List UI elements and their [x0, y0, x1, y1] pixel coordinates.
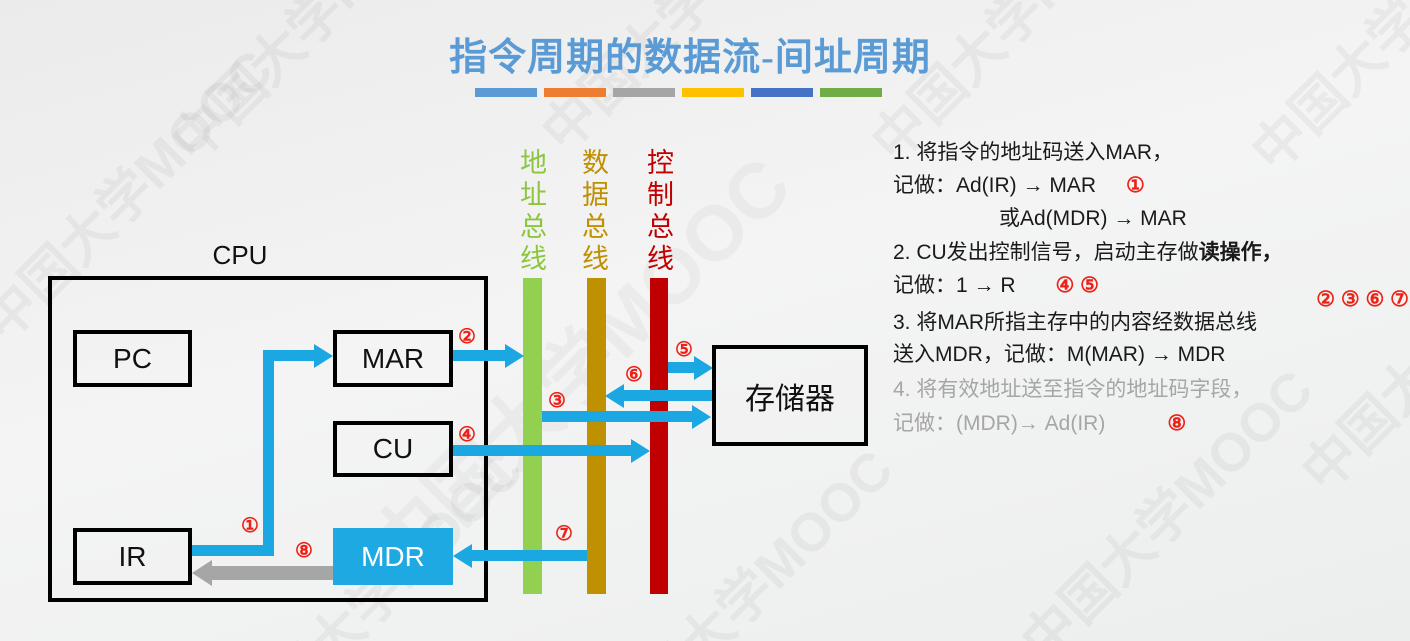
cu-unit-box: CU [333, 421, 453, 477]
note-step4-line1: 4. 将有效地址送至指令的地址码字段， [893, 378, 1253, 401]
arrow-mar-to-address-bus [453, 350, 506, 361]
mdr-register-box: MDR [333, 528, 453, 585]
accent-bar [751, 88, 813, 97]
arrow-cu-to-control-bus [453, 445, 632, 456]
step-marker-6: ⑥ [625, 364, 643, 386]
arrow-ir-to-mar-horizontal [192, 545, 274, 556]
note-step2-formula: 记做：1 → R [893, 274, 1016, 297]
arrowhead-into-memory-address [692, 405, 711, 429]
arrow-memory-to-data-bus [624, 390, 713, 401]
pc-register-box: PC [73, 330, 192, 387]
accent-bar [682, 88, 744, 97]
arrow-control-bus-to-memory [668, 362, 695, 373]
note-step2-line2: 记做：1 → R ④ ⑤ [893, 269, 1409, 299]
arrowhead-into-address-bus [505, 344, 524, 368]
page-title: 指令周期的数据流-间址周期 [449, 37, 931, 79]
step-marker-8: ⑧ [295, 540, 313, 562]
note-step2-line1: 2. CU发出控制信号，启动主存做读操作， [893, 236, 1409, 266]
mar-register-box: MAR [333, 330, 453, 387]
note-step2-markers: ④ ⑤ [1055, 274, 1100, 297]
note-step1-marker: ① [1126, 174, 1145, 197]
arrowhead-into-control-bus [631, 439, 650, 463]
ir-register-box: IR [73, 528, 192, 585]
watermark: 中国大学MOOC [590, 439, 905, 641]
step-marker-7: ⑦ [555, 523, 573, 545]
arrowhead-into-ir-gray [192, 560, 212, 586]
note-step1-line1: 1. 将指令的地址码送入MAR， [893, 141, 1174, 164]
cpu-boundary-box [48, 276, 488, 602]
arrow-address-bus-to-memory [542, 411, 693, 422]
address-bus [523, 278, 542, 594]
arrow-ir-to-mar-top [263, 350, 315, 361]
note-step3-line1: 3. 将MAR所指主存中的内容经数据总线 [893, 311, 1258, 334]
step-marker-4: ④ [458, 424, 476, 446]
step-marker-2: ② [458, 326, 476, 348]
watermark: 中国大学MOOC [530, 0, 845, 164]
note-step1-line2: 记做：Ad(IR) → MAR ① [893, 169, 1409, 199]
control-bus-label: 控制总线 [643, 148, 673, 276]
note-step1-line3: 或Ad(MDR) → MAR [999, 207, 1187, 230]
accent-bar [613, 88, 675, 97]
data-bus [587, 278, 606, 594]
accent-bar [475, 88, 537, 97]
note-step4-formula: 记做：(MDR)→ Ad(IR) [893, 412, 1106, 435]
arrowhead-into-memory-control [694, 356, 713, 380]
note-bus-markers: ② ③ ⑥ ⑦ [1316, 288, 1409, 311]
note-bus-markers-row: ② ③ ⑥ ⑦ [893, 287, 1409, 312]
accent-bar [820, 88, 882, 97]
note-step1-formula: 记做：Ad(IR) → MAR [893, 174, 1097, 197]
data-bus-label: 数据总线 [578, 148, 608, 276]
arrowhead-into-mdr [453, 544, 472, 568]
note-step2-bold: 读操作， [1198, 241, 1283, 264]
note-step4-marker: ⑧ [1167, 412, 1187, 435]
note-step2-text: 2. CU发出控制信号，启动主存做 [893, 241, 1199, 264]
arrow-ir-to-mar-vertical [263, 350, 274, 556]
control-bus [650, 278, 668, 594]
arrow-data-bus-to-mdr [472, 550, 587, 561]
memory-box: 存储器 [712, 345, 868, 446]
accent-bar [544, 88, 606, 97]
address-bus-label: 地址总线 [516, 148, 546, 276]
note-step3-line2: 送入MDR，记做：M(MAR) → MDR [893, 343, 1226, 366]
arrowhead-into-data-bus [605, 384, 624, 408]
note-step4-line2: 记做：(MDR)→ Ad(IR) ⑧ [893, 407, 1409, 437]
step-marker-3: ③ [548, 390, 566, 412]
step-marker-1: ① [241, 515, 259, 537]
step-marker-5: ⑤ [675, 339, 693, 361]
arrowhead-into-mar [314, 344, 333, 368]
cpu-label: CPU [212, 240, 268, 270]
title-accent-bars [475, 88, 882, 97]
arrow-mdr-to-ir-gray [212, 566, 333, 580]
